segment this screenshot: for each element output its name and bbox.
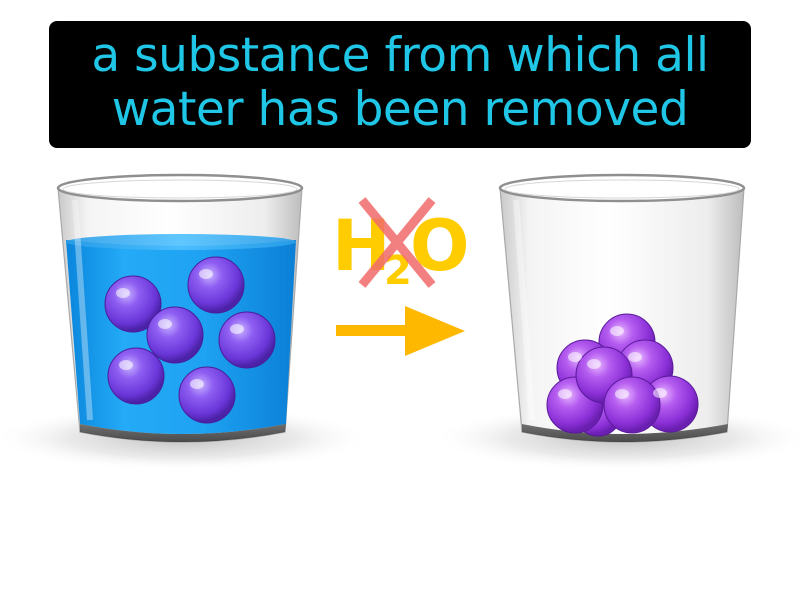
cross-out-icon bbox=[358, 197, 436, 288]
glass-with-water-icon bbox=[0, 173, 372, 471]
definition-caption: a substance from which all water has bee… bbox=[49, 21, 751, 148]
caption-line-2: water has been removed bbox=[111, 82, 689, 137]
empty-glass-icon bbox=[432, 173, 800, 471]
left-particles bbox=[104, 256, 276, 424]
right-particles bbox=[546, 313, 699, 437]
caption-line-1: a substance from which all bbox=[91, 28, 709, 83]
arrow-right-icon bbox=[336, 306, 465, 356]
